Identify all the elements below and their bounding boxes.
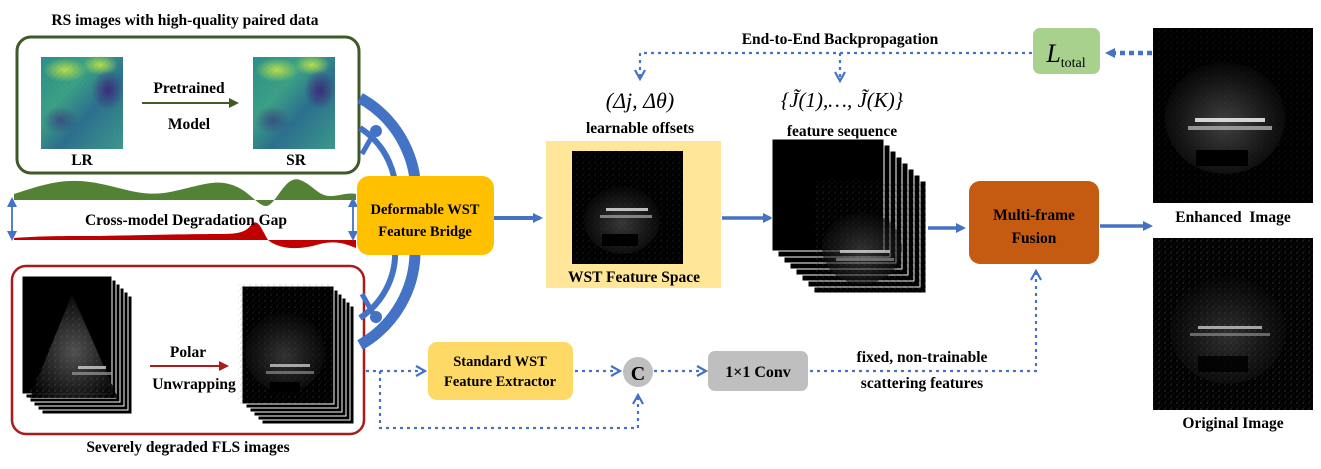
concat-label: C bbox=[631, 363, 645, 385]
rs-panel-title: RS images with high-quality paired data bbox=[51, 12, 318, 29]
sequence-stack bbox=[771, 138, 927, 294]
backprop-path bbox=[640, 51, 1032, 78]
wst-feature-image bbox=[572, 151, 683, 264]
enhanced-image bbox=[1153, 28, 1313, 203]
loss-main: L bbox=[1045, 39, 1060, 68]
conv-box: 1×1 Conv bbox=[708, 351, 808, 391]
loss-sub: total bbox=[1061, 56, 1086, 71]
enhanced-label: Enhanced Image bbox=[1175, 209, 1291, 226]
gap-label: Cross-model Degradation Gap bbox=[85, 212, 287, 229]
fls-skip-path bbox=[378, 371, 638, 430]
polar-line2: Unwrapping bbox=[152, 376, 236, 393]
conv-label: 1×1 Conv bbox=[725, 364, 791, 381]
fixed-line1: fixed, non-trainable bbox=[857, 349, 988, 366]
extractor-line1: Standard WST bbox=[453, 354, 547, 370]
red-wave bbox=[14, 222, 356, 249]
fixed-line2: scattering features bbox=[861, 375, 983, 392]
fusion-line1: Multi-frame bbox=[993, 207, 1075, 224]
svg-text:Ltotal: Ltotal bbox=[1045, 39, 1085, 71]
model-line2: Model bbox=[168, 116, 211, 133]
fls-panel-title: Severely degraded FLS images bbox=[86, 439, 289, 456]
offsets-label: learnable offsets bbox=[586, 120, 694, 137]
standard-wst-extractor-box: Standard WST Feature Extractor bbox=[428, 342, 573, 400]
rs-panel: RS images with high-quality paired data … bbox=[15, 12, 361, 175]
green-wave bbox=[14, 179, 356, 206]
fls-raw-stack bbox=[21, 275, 133, 415]
fusion-line2: Fusion bbox=[1012, 230, 1057, 247]
multi-frame-fusion-box: Multi-frame Fusion bbox=[969, 181, 1099, 264]
degradation-gap: Cross-model Degradation Gap bbox=[7, 179, 358, 249]
lr-image bbox=[41, 55, 124, 149]
offsets-formula: (Δj, Δθ) bbox=[606, 88, 674, 113]
loss-box: Ltotal bbox=[1033, 28, 1100, 74]
deformable-wst-bridge-box: Deformable WST Feature Bridge bbox=[357, 176, 494, 255]
bridge-line1: Deformable WST bbox=[371, 202, 480, 218]
sequence-label: feature sequence bbox=[787, 123, 897, 140]
backprop-label: End-to-End Backpropagation bbox=[742, 31, 939, 48]
sr-label: SR bbox=[286, 152, 307, 169]
extractor-line2: Feature Extractor bbox=[444, 374, 557, 390]
sequence-formula: {J̃(1),…, J̃(K)} bbox=[781, 88, 904, 112]
lr-label: LR bbox=[71, 152, 93, 169]
original-label: Original Image bbox=[1182, 415, 1283, 432]
original-image bbox=[1153, 238, 1313, 410]
polar-line1: Polar bbox=[170, 344, 206, 361]
wst-space-label: WST Feature Space bbox=[568, 269, 700, 286]
model-line1: Pretrained bbox=[153, 80, 225, 97]
wst-feature-space: (Δj, Δθ) learnable offsets WST Feature S… bbox=[546, 88, 721, 288]
conv-to-fusion-path bbox=[810, 272, 1036, 373]
feature-sequence: {J̃(1),…, J̃(K)} feature sequence bbox=[771, 88, 927, 294]
bridge-line2: Feature Bridge bbox=[378, 224, 472, 240]
sr-image bbox=[253, 55, 336, 149]
concat-node: C bbox=[623, 357, 653, 387]
fls-unwrapped-stack bbox=[238, 284, 355, 425]
fls-panel: Polar Unwrapping Severely degraded FLS i… bbox=[10, 264, 366, 456]
